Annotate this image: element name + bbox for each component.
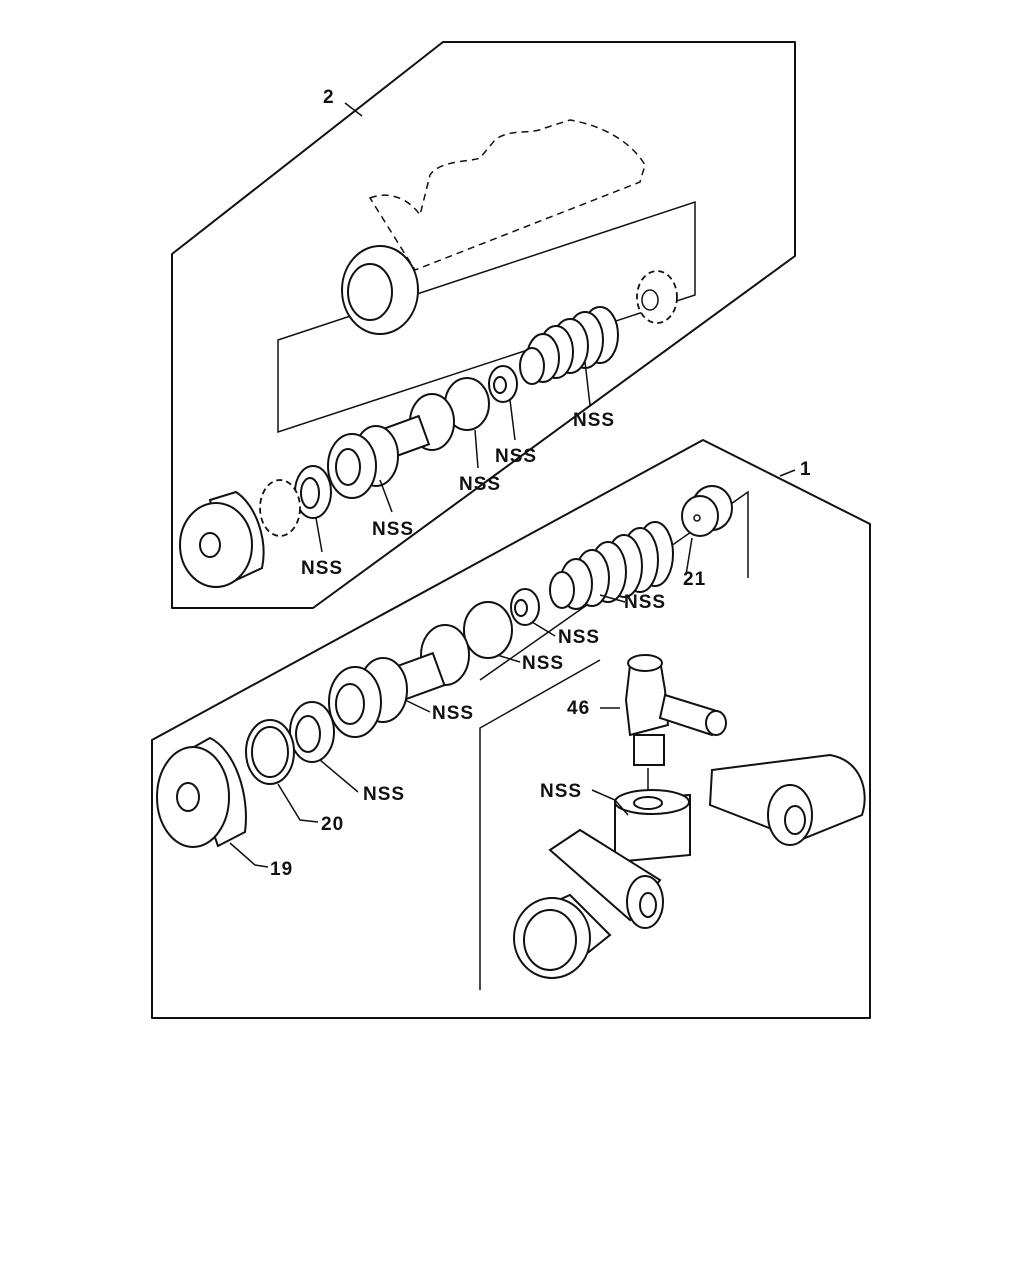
- callout-nss: NSS: [522, 653, 564, 674]
- assembly-2-bore-ring: [341, 245, 419, 335]
- callout-46: 46: [567, 698, 590, 719]
- callout-nss: NSS: [432, 703, 474, 724]
- assembly-1-cylinder-body: [513, 753, 866, 979]
- assembly-2-outline: [171, 41, 796, 609]
- assembly-2-plug: [179, 490, 265, 588]
- assembly-2-inner-frame: [277, 200, 696, 434]
- assembly-2-spring: [519, 306, 619, 385]
- callout-nss: NSS: [573, 410, 615, 431]
- callout-nss: NSS: [363, 784, 405, 805]
- callout-1: 1: [800, 459, 812, 480]
- assembly-2-group: 2 NSS NSS NSS NSS NSS: [171, 41, 796, 609]
- assembly-2-nss-leader: [315, 517, 323, 553]
- callout-nss: NSS: [624, 592, 666, 613]
- assembly-2-piston: [327, 393, 455, 499]
- callout-nss: NSS: [495, 446, 537, 467]
- callout-nss: NSS: [301, 558, 343, 579]
- assembly-1-nss-leader: [599, 594, 626, 603]
- callout-nss: NSS: [540, 781, 582, 802]
- callout-2: 2: [323, 87, 335, 108]
- callout-20: 20: [321, 814, 344, 835]
- assembly-1-nss-leader: [496, 654, 521, 663]
- assembly-2-small-seal: [488, 365, 518, 403]
- assembly-2-ring: [259, 479, 301, 537]
- assembly-1-nss-leader: [319, 759, 359, 793]
- part-19-plug: [156, 736, 247, 848]
- assembly-2-nss-leader: [474, 429, 479, 469]
- assembly-1-seal: [289, 701, 335, 763]
- assembly-1-nss-leader: [591, 789, 629, 816]
- callout-nss: NSS: [372, 519, 414, 540]
- callout-nss: NSS: [459, 474, 501, 495]
- callout-19: 19: [270, 859, 293, 880]
- assembly-2-nss-leader: [379, 479, 393, 513]
- callout-21: 21: [683, 569, 706, 590]
- part-19-leader: [229, 842, 269, 868]
- part-21-leader: [685, 537, 693, 576]
- assembly-1-leader: [779, 469, 796, 477]
- part-21-end-cap: [681, 485, 733, 537]
- assembly-1-nss-leader: [404, 699, 431, 713]
- assembly-2-housing: [277, 119, 696, 434]
- assembly-1-piston: [328, 624, 470, 738]
- assembly-2-nss-leader: [509, 399, 516, 441]
- assembly-1-housing-frame: [479, 659, 601, 990]
- part-20-leader: [277, 783, 319, 823]
- assembly-1-nss-leader: [531, 621, 556, 637]
- assembly-1-internals-frame: [479, 490, 749, 681]
- assembly-1-spring: [549, 521, 674, 610]
- assembly-1-cup-seal: [463, 601, 513, 659]
- assembly-1-outline: [151, 439, 871, 1019]
- part-46-fitting: [624, 654, 727, 815]
- assembly-1-group: 1 21 NSS NSS NSS NSS 46 NSS NSS 20 19: [151, 439, 871, 1019]
- assembly-2-nss-leader: [584, 361, 591, 406]
- assembly-2-leader: [344, 102, 363, 117]
- callout-nss: NSS: [558, 627, 600, 648]
- part-20-ring: [245, 719, 295, 785]
